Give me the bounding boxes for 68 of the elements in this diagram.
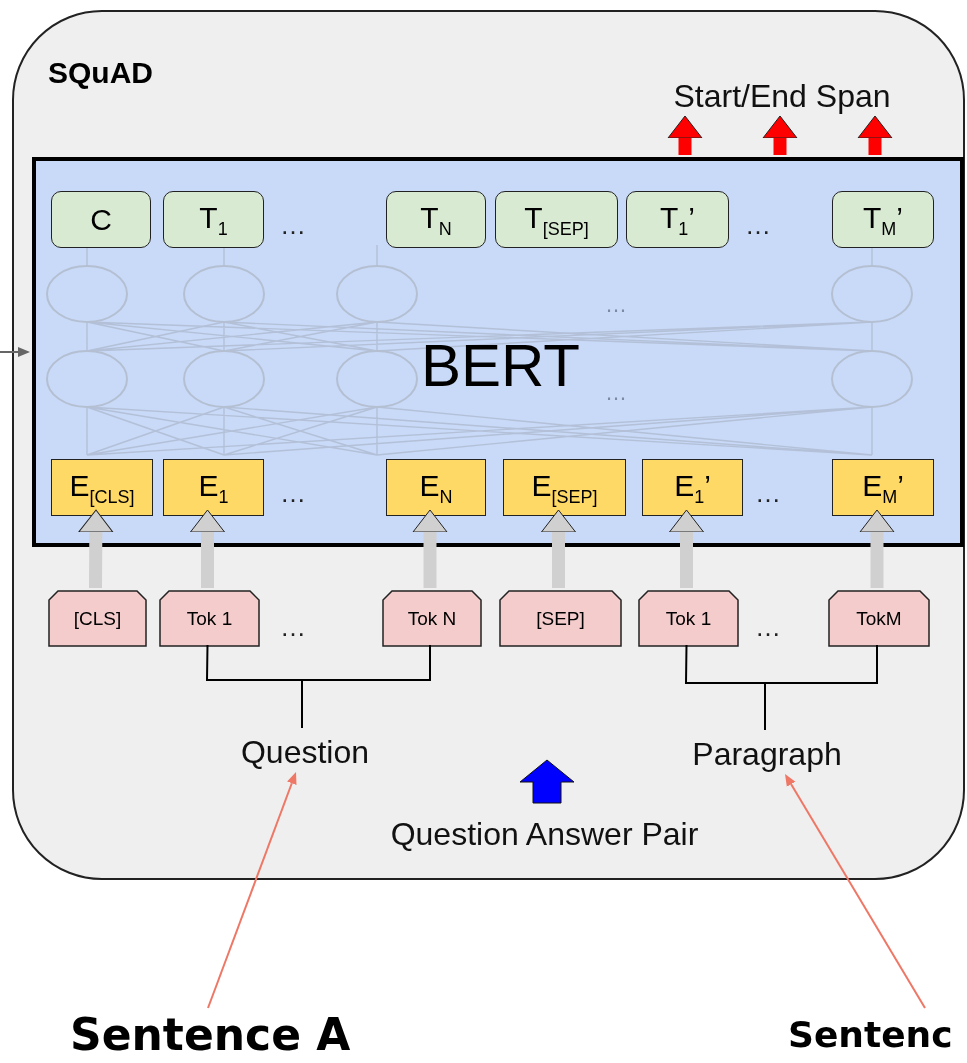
embedding-label: E$_{1}$’: [673, 468, 712, 507]
output-box: [163, 191, 264, 248]
output-label: T$_{N}$: [419, 200, 453, 239]
embedding-label: E$_{[SEP]}$: [530, 468, 599, 507]
model-box: [32, 157, 964, 547]
arrow: [857, 115, 893, 155]
arrow: [669, 509, 704, 588]
token-box: [499, 590, 622, 647]
sentence-label: Sentenc: [788, 1008, 967, 1062]
arrow: [541, 509, 576, 588]
embedding-box: [642, 459, 743, 516]
embedding-label: E$_{N}$: [418, 468, 454, 507]
ellipsis-text: …: [605, 292, 627, 318]
arrow: [190, 509, 225, 588]
token-box: [828, 590, 930, 647]
connector-line: [764, 644, 878, 731]
output-label: T$_{[SEP]}$: [523, 200, 590, 239]
embedding-label: E$_{M}$’: [861, 468, 905, 507]
output-box: [386, 191, 486, 248]
arrow: [78, 509, 114, 589]
panel-title: SQuAD: [48, 56, 153, 90]
leader-line: [785, 774, 926, 1009]
leader-line: [207, 772, 297, 1009]
token-label: [SEP]: [535, 607, 586, 630]
arrow: [859, 509, 895, 588]
output-box: [832, 191, 934, 248]
output-box: [495, 191, 618, 248]
embedding-box: [832, 459, 934, 516]
sentence-label: Sentence A: [70, 1008, 360, 1062]
connector-line: [301, 644, 431, 729]
arrow: [0, 347, 30, 357]
ellipsis-text: …: [745, 210, 771, 241]
output-label: C: [89, 202, 113, 237]
ellipsis-text: …: [605, 380, 627, 406]
token-box: [638, 590, 739, 647]
embedding-box: [386, 459, 486, 516]
segment-label: Question: [230, 730, 380, 774]
token-label: Tok 1: [664, 607, 713, 630]
segment-label: Start/End Span: [657, 74, 907, 118]
output-label: T$_{1}$: [198, 200, 229, 239]
arrow: [412, 509, 448, 588]
token-label: [CLS]: [72, 607, 123, 630]
embedding-label: E$_{[CLS]}$: [68, 468, 136, 507]
ellipsis-text: …: [755, 478, 781, 509]
arrow: [762, 115, 798, 155]
ellipsis-text: …: [755, 612, 781, 643]
output-box: [51, 191, 151, 248]
token-label: Tok N: [406, 607, 458, 630]
embedding-box: [503, 459, 626, 516]
token-box: [48, 590, 147, 647]
task-panel: [12, 10, 965, 880]
token-box: [159, 590, 260, 647]
ellipsis-text: …: [280, 612, 306, 643]
ellipsis-text: …: [280, 478, 306, 509]
embedding-box: [51, 459, 153, 516]
arrow: [667, 115, 703, 155]
embedding-box: [163, 459, 264, 516]
token-box: [382, 590, 482, 647]
embedding-label: E$_{1}$: [197, 468, 230, 507]
token-label: Tok 1: [185, 607, 234, 630]
output-box: [626, 191, 729, 248]
token-label: TokM: [855, 607, 903, 630]
model-label: BERT: [421, 331, 580, 400]
ellipsis-text: …: [280, 210, 306, 241]
segment-label: Paragraph: [682, 732, 852, 776]
output-label: T$_{M}$’: [862, 200, 904, 239]
output-label: T$_{1}$’: [659, 200, 696, 239]
segment-label: Question Answer Pair: [367, 812, 722, 856]
